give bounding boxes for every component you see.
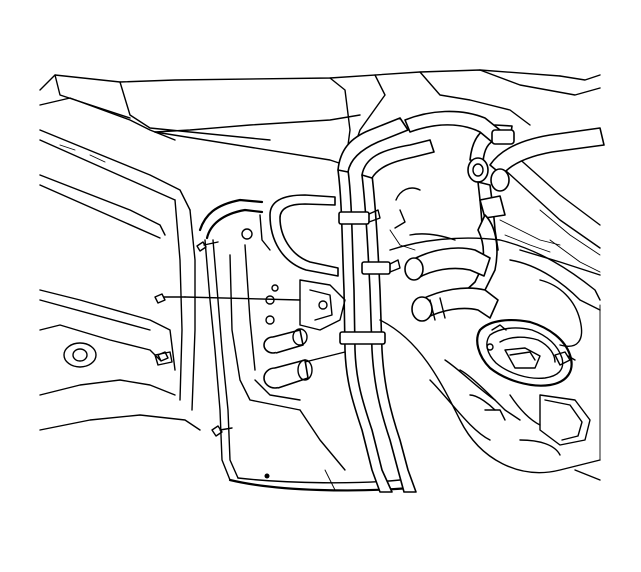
port-upper	[263, 328, 308, 354]
fuel-tank	[379, 237, 601, 481]
clamp-middle	[361, 259, 401, 275]
coupling-clamp-2	[490, 168, 510, 192]
bolt-middle-left	[154, 293, 186, 304]
port-lower	[263, 359, 313, 389]
upper-right-hoses	[404, 110, 605, 306]
bracket	[299, 279, 346, 331]
bolt-lower	[211, 425, 233, 437]
clamp-upper	[338, 209, 381, 225]
coupling-clamp-3	[491, 129, 515, 145]
fasteners	[154, 241, 301, 437]
connector	[554, 351, 576, 366]
fuel-pump-module	[476, 319, 576, 387]
coupling-clamp-1	[467, 157, 489, 183]
filler-ports	[263, 328, 346, 389]
bolt-upper	[196, 241, 219, 252]
hose-clamps	[299, 209, 401, 345]
misc-details	[389, 187, 601, 276]
center-panel	[198, 198, 412, 492]
tank-connection-hoses	[404, 247, 499, 322]
upper-body-structure	[39, 69, 601, 273]
vertical-hose-bundle	[269, 117, 435, 493]
left-quarter-panel	[39, 129, 201, 431]
clamp-lower	[339, 331, 386, 345]
leader-line	[184, 296, 301, 301]
leader-line-lower	[304, 351, 346, 363]
bolt-left-panel	[157, 351, 169, 362]
